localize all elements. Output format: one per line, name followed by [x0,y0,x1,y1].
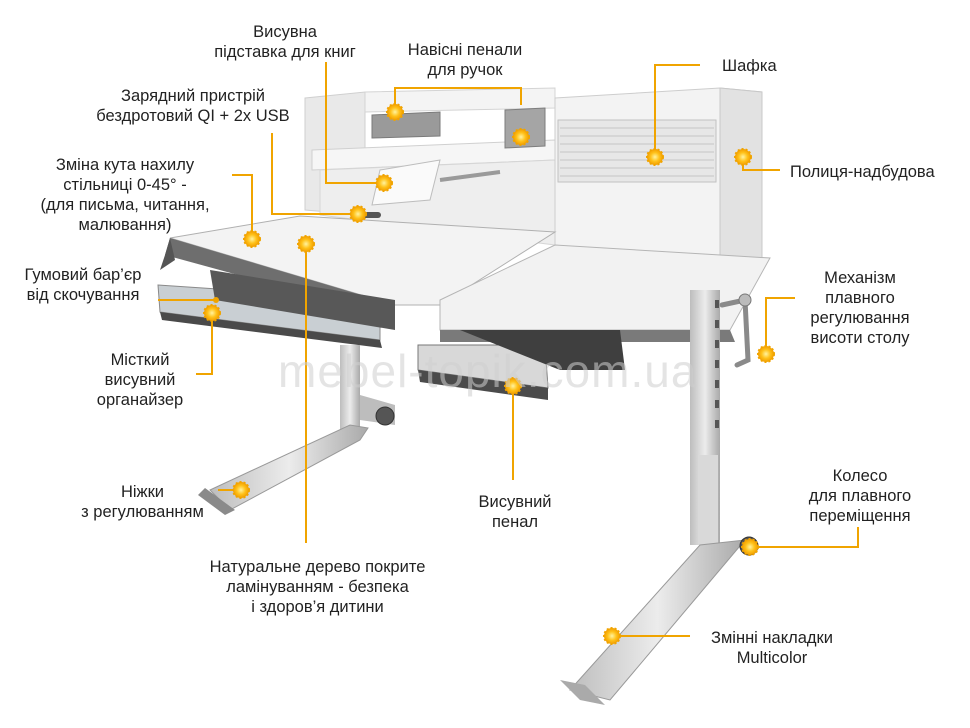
marker-wheel [741,538,759,556]
marker-pen-right [512,128,530,146]
label-shelf: Полиця-надбудова [790,163,935,181]
marker-wood [297,235,315,253]
marker-rubber [213,297,219,303]
marker-drawer [504,377,522,395]
watermark: mebel-topik.com.ua [278,345,698,397]
right-leg [560,290,759,705]
marker-pen-left [386,103,404,121]
marker-pads [603,627,621,645]
marker-shelf [734,148,752,166]
hotspot-markers [203,103,775,645]
callout-lines [158,62,859,637]
marker-tilt [243,230,261,248]
label-cabinet: Шафка [722,57,777,75]
marker-cabinet [646,148,664,166]
marker-height [757,345,775,363]
marker-legs [232,481,250,499]
marker-organizer [203,304,221,322]
pen-drawer [417,330,625,400]
marker-charger [349,205,367,223]
marker-book-stand [375,174,393,192]
